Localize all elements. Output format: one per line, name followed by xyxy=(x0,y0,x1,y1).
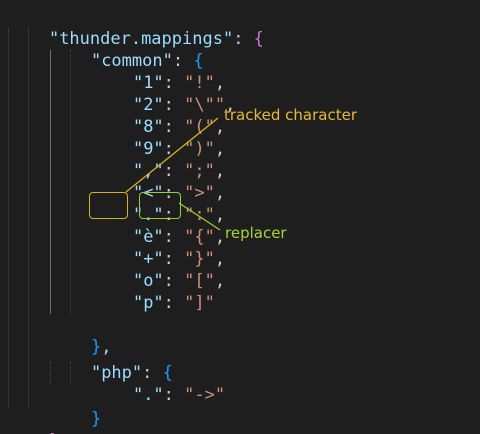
mapping-key: "+" xyxy=(132,249,164,269)
replacer-value: ":" xyxy=(184,205,215,225)
mapping-line: "1": "!", xyxy=(132,73,226,93)
mapping-key: "9" xyxy=(132,139,164,159)
replacer-highlight xyxy=(139,192,181,219)
mapping-value: "[" xyxy=(184,271,215,291)
mapping-value: "{" xyxy=(184,227,215,247)
code-line: "thunder.mappings": { xyxy=(48,29,264,49)
active-indent-guide xyxy=(50,50,51,314)
root-key: "thunder.mappings" xyxy=(48,29,234,49)
mapping-line: "9": ")", xyxy=(132,139,226,159)
mapping-key: "<" xyxy=(132,183,164,203)
mapping-line: ".": "->" xyxy=(132,385,226,405)
tracked-character-label: tracked character xyxy=(224,106,357,124)
tracked-key: "." xyxy=(132,205,164,225)
php-key: "php" xyxy=(90,363,143,383)
mapping-value: ">" xyxy=(184,183,215,203)
mapping-value: "]" xyxy=(184,293,215,313)
mapping-value: ")" xyxy=(184,139,215,159)
tracked-pointer-line xyxy=(125,117,219,193)
replacer-pointer-line xyxy=(178,202,221,231)
mapping-value: "}" xyxy=(184,249,215,269)
code-line: "php": { xyxy=(90,363,173,383)
tracked-character-highlight xyxy=(89,192,128,219)
mapping-line: ",": ";", xyxy=(132,161,226,181)
close-brace: } xyxy=(90,337,102,357)
close-brace: } xyxy=(49,431,59,434)
mapping-value: ";" xyxy=(184,161,215,181)
close-brace: } xyxy=(90,409,102,429)
indent-guide xyxy=(70,362,71,384)
code-line: }, xyxy=(90,337,112,357)
open-brace: { xyxy=(193,51,204,71)
code-line: }, xyxy=(8,408,70,434)
indent-guide xyxy=(50,362,51,384)
mapping-key: "o" xyxy=(132,271,164,291)
mapping-key: "." xyxy=(132,385,164,405)
mapping-key: "2" xyxy=(132,95,164,115)
indent-guide xyxy=(8,28,9,408)
mapping-value: "\"" xyxy=(184,95,226,115)
mapping-line: "p": "]" xyxy=(132,293,215,313)
mapping-line: "è": "{", xyxy=(132,227,226,247)
mapping-key: "è" xyxy=(132,227,164,247)
indent-guide xyxy=(70,50,71,314)
code-line: } xyxy=(50,386,101,429)
open-brace: { xyxy=(253,29,264,49)
mapping-key: "8" xyxy=(132,117,164,137)
mapping-line: "<": ">", xyxy=(132,183,226,203)
mapping-key: "p" xyxy=(132,293,164,313)
common-key: "common" xyxy=(90,51,173,71)
open-brace: { xyxy=(162,363,173,383)
mapping-line: "2": "\"", xyxy=(132,95,236,115)
mapping-key: "1" xyxy=(132,73,164,93)
mapping-value: "(" xyxy=(184,117,215,137)
replacer-label: replacer xyxy=(225,224,287,242)
mapping-value: "!" xyxy=(184,73,215,93)
code-line: "common": { xyxy=(90,51,204,71)
mapping-line: "o": "[", xyxy=(132,271,226,291)
indent-guide xyxy=(28,28,29,408)
mapping-value: "->" xyxy=(184,385,226,405)
mapping-key: "," xyxy=(132,161,164,181)
mapping-line: ".": ":", xyxy=(132,205,226,225)
mapping-line: "8": "(", xyxy=(132,117,226,137)
mapping-line: "+": "}", xyxy=(132,249,226,269)
